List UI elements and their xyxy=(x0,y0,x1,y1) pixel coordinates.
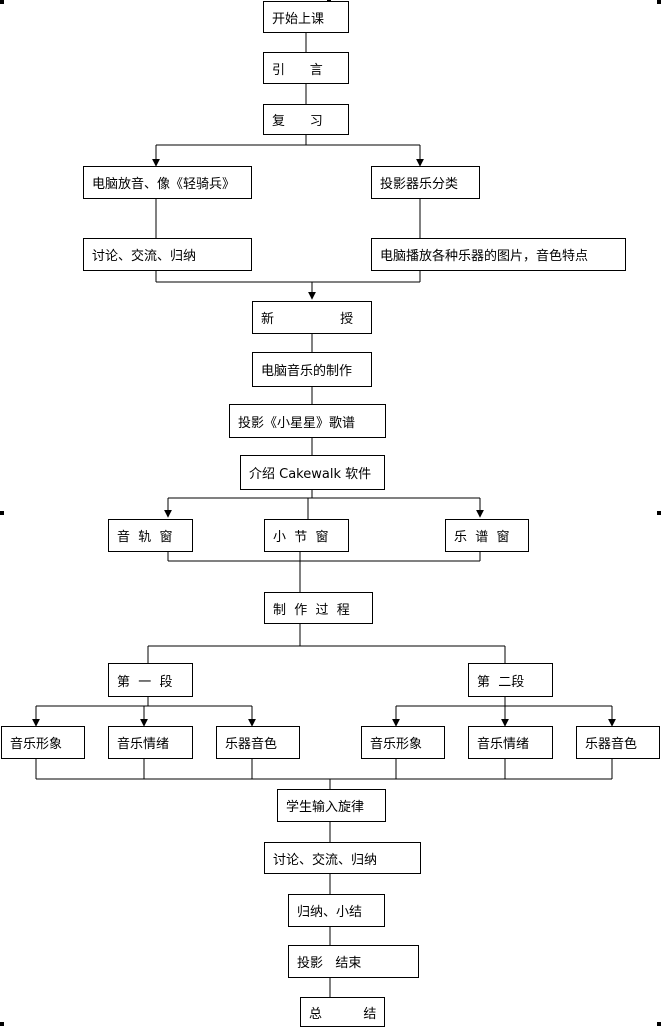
node-discuss-2: 讨论、交流、归纳 xyxy=(264,842,421,874)
node-segment-2: 第 二段 xyxy=(468,663,553,697)
node-cakewalk: 介绍 Cakewalk 软件 xyxy=(240,455,385,490)
node-seg2-music-image: 音乐形象 xyxy=(361,726,445,759)
node-summary-small: 归纳、小结 xyxy=(288,894,385,927)
node-projector-class: 投影器乐分类 xyxy=(371,166,480,199)
node-bar-window: 小 节 窗 xyxy=(264,519,349,552)
node-summary: 总 结 xyxy=(300,997,385,1027)
handle-mark xyxy=(657,0,661,4)
node-seg1-timbre: 乐器音色 xyxy=(216,726,300,759)
node-review: 复 习 xyxy=(263,104,349,135)
node-track-window: 音 轨 窗 xyxy=(108,519,193,552)
node-segment-1: 第 一 段 xyxy=(108,663,193,697)
handle-mark xyxy=(657,1022,661,1026)
node-seg2-music-mood: 音乐情绪 xyxy=(468,726,553,759)
node-student-input: 学生输入旋律 xyxy=(277,789,386,822)
handle-mark xyxy=(0,511,4,515)
node-pc-music: 电脑音乐的制作 xyxy=(252,352,372,387)
node-process: 制 作 过 程 xyxy=(264,592,373,624)
handle-mark xyxy=(0,0,4,4)
handle-mark xyxy=(657,511,661,515)
node-discuss-1: 讨论、交流、归纳 xyxy=(83,238,252,271)
node-seg1-music-mood: 音乐情绪 xyxy=(108,726,193,759)
node-pc-pictures: 电脑播放各种乐器的图片，音色特点 xyxy=(371,238,626,271)
handle-mark xyxy=(0,1022,4,1026)
node-pc-play: 电脑放音、像《轻骑兵》 xyxy=(83,166,252,199)
node-score-window: 乐 谱 窗 xyxy=(445,519,529,552)
node-intro: 引 言 xyxy=(263,52,349,84)
node-projector-star: 投影《小星星》歌谱 xyxy=(229,404,386,438)
node-start: 开始上课 xyxy=(263,1,349,33)
node-new-lesson: 新 授 xyxy=(252,301,372,334)
node-seg1-music-image: 音乐形象 xyxy=(1,726,85,759)
node-projector-end: 投影 结束 xyxy=(288,945,419,978)
node-seg2-timbre: 乐器音色 xyxy=(576,726,660,759)
